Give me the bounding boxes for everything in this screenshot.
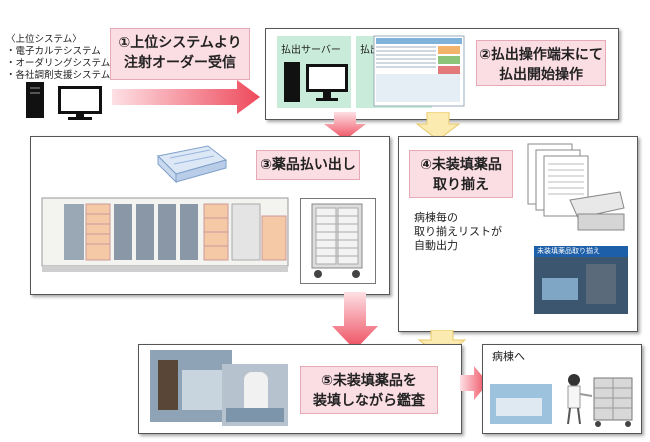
upper-system-item-dispensing: ・各社調剤支援システム [6, 70, 111, 81]
step5-line2: 装填しながら鑑査 [313, 393, 425, 409]
step3-box: ③薬品払い出し [256, 150, 360, 180]
arrow-to-ward [460, 366, 488, 400]
arrow-step3-to-step5 [332, 292, 378, 350]
server-pc-icon [284, 62, 348, 102]
step4-note-line1: 病棟毎の [414, 211, 458, 224]
step4-box: ④未装填薬品 取り揃え [409, 150, 513, 198]
step3-label: ③薬品払い出し [260, 157, 356, 173]
upper-system-item-ordering: ・オーダリングシステム [6, 58, 111, 69]
step5-line1: ⑤未装填薬品を [321, 373, 417, 389]
arrow-to-step2 [112, 80, 260, 114]
step2-box: ②払出操作端末にて 払出開始操作 [476, 40, 606, 86]
arrow-to-step3 [324, 112, 366, 140]
upper-system-item-ehr: ・電子カルテシステム [6, 46, 101, 57]
step5-box: ⑤未装填薬品を 装填しながら鑑査 [300, 366, 438, 414]
picking-photo: 未装填薬品取り揃え [534, 246, 628, 314]
ward-label: 病棟へ [492, 350, 525, 363]
terminal-screen-icon [373, 35, 465, 107]
ward-photo [490, 384, 552, 424]
picking-photo-caption: 未装填薬品取り揃え [534, 246, 628, 257]
printed-list-icon [527, 143, 625, 231]
drug-cart-icon [311, 203, 363, 278]
step4-line1: ④未装填薬品 [420, 157, 502, 173]
step4-line2: 取り揃え [433, 177, 489, 193]
step2-line2: 払出開始操作 [499, 67, 583, 83]
step1-line2: 注射オーダー受信 [124, 55, 236, 71]
server-label: 払出サーバー [281, 45, 341, 56]
arrow-to-step4 [415, 112, 461, 140]
upper-system-title: 〈上位システム〉 [6, 34, 82, 45]
step2-line1: ②払出操作端末にて [479, 47, 603, 63]
dispensing-machine-icon [41, 197, 289, 272]
step4-note-line2: 取り揃えリストが [414, 225, 502, 238]
step4-note-line3: 自動出力 [414, 239, 458, 252]
inspection-photo-2 [222, 364, 288, 426]
step1-box: ①上位システムより 注射オーダー受信 [110, 28, 250, 80]
upper-system-pc-icon [26, 82, 102, 120]
step1-line1: ①上位システムより [118, 35, 242, 51]
nurse-with-cart-icon [567, 374, 633, 427]
inspection-photo-1 [150, 350, 232, 422]
tray-icon [156, 145, 228, 184]
